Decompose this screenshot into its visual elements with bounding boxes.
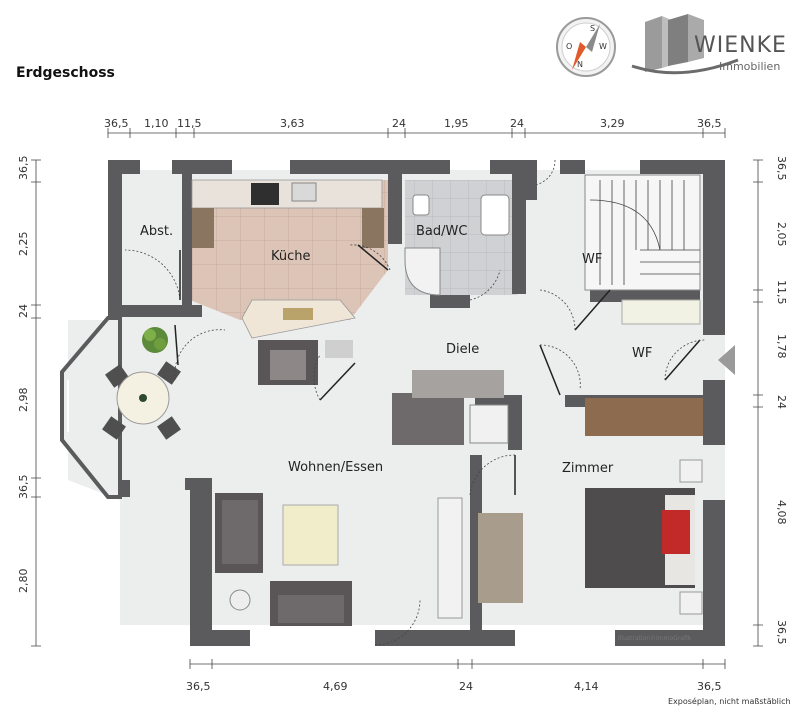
disclaimer: Exposéplan, nicht maßstäblich [668,696,791,706]
dim-bottom-4: 4,14 [574,680,599,693]
compass-icon: S W O N [556,17,616,77]
compass-letter-o: O [566,42,572,51]
compass-letter-w: W [599,42,607,51]
dim-bottom-5: 36,5 [697,680,722,693]
illustration-credit: Illustration©ImmoGrafik [618,635,692,642]
dim-right-7: 36,5 [775,620,788,645]
dim-left-2: 2,25 [17,232,30,257]
bay-window [60,316,122,499]
dim-bottom-2: 4,69 [323,680,348,693]
dim-right-4: 1,78 [775,334,788,359]
dimension-line-left: 36,5 2,25 24 2,98 36,5 2,80 [17,156,41,647]
door-swings [124,159,706,646]
entrance-arrow-icon [718,345,735,375]
dim-top-5: 24 [392,117,406,130]
dim-bottom-3: 24 [459,680,473,693]
living-furniture [215,340,509,626]
dim-left-4: 2,98 [17,388,30,413]
room-label-wohnen: Wohnen/Essen [288,460,383,475]
compass-letter-n: N [577,60,583,69]
dimension-line-right: 36,5 2,05 11,5 1,78 24 4,08 36,5 [753,156,788,647]
kitchen-counter [191,179,384,339]
dim-top-3: 11,5 [177,117,202,130]
room-label-abst: Abst. [140,224,173,239]
dim-right-2: 2,05 [775,222,788,247]
dim-left-5: 36,5 [17,475,30,500]
room-label-bad: Bad/WC [416,224,467,239]
dim-top-2: 1,10 [144,117,169,130]
dimension-line-bottom: 36,5 4,69 24 4,14 36,5 [186,659,726,693]
dim-left-6: 2,80 [17,569,30,594]
page-title: Erdgeschoss [16,65,115,81]
dim-top-9: 36,5 [697,117,722,130]
dim-top-8: 3,29 [600,117,625,130]
staircase [584,174,701,291]
dim-right-6: 4,08 [775,500,788,525]
room-label-wf-2: WF [632,346,652,361]
dim-top-1: 36,5 [104,117,129,130]
bathroom-fixtures [404,194,510,296]
room-label-kueche: Küche [271,249,311,264]
dim-left-1: 36,5 [17,156,30,181]
room-label-zimmer: Zimmer [562,461,614,476]
room-label-wf-1: WF [582,252,602,267]
dimension-line-top: 36,5 1,10 11,5 3,63 24 1,95 24 3,29 36,5 [104,117,726,138]
dining-table [102,361,181,440]
dim-bottom-1: 36,5 [186,680,211,693]
room-label-diele: Diele [446,342,479,357]
dim-top-6: 1,95 [444,117,469,130]
dim-top-7: 24 [510,117,524,130]
dim-right-5: 24 [775,395,788,409]
dim-top-4: 3,63 [280,117,305,130]
room-furniture [437,299,703,619]
compass-letter-s: S [590,24,595,33]
dim-right-3: 11,5 [775,280,788,305]
brand-subtitle: Immobilien [719,60,780,73]
dim-right-1: 36,5 [775,156,788,181]
dim-left-3: 24 [17,304,30,318]
brand-name: WIENKE [694,33,787,58]
plant-icon [142,327,168,353]
brand-logo [631,14,739,75]
